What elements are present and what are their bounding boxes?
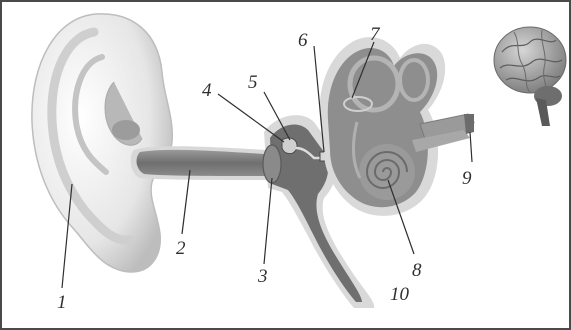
label-5: 5: [248, 72, 258, 93]
leader-line-9: [470, 132, 472, 162]
inner-ear: [320, 37, 474, 216]
label-7: 7: [370, 24, 381, 45]
brain-icon: [494, 27, 566, 126]
label-10: 10: [390, 284, 410, 305]
leader-line-4: [218, 94, 284, 142]
ear-canal: [131, 146, 270, 180]
label-9: 9: [462, 168, 472, 189]
label-4: 4: [202, 80, 212, 101]
leader-line-3: [264, 178, 272, 264]
label-2: 2: [176, 238, 186, 259]
outer-ear: [32, 14, 172, 272]
label-1: 1: [57, 292, 67, 313]
label-8: 8: [412, 260, 422, 281]
label-3: 3: [257, 266, 268, 287]
label-6: 6: [298, 30, 308, 51]
